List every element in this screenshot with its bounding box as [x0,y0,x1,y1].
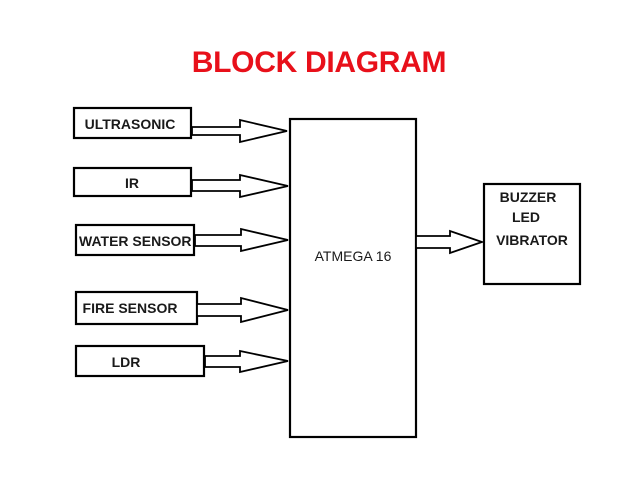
output-label-led: LED [512,209,540,225]
input-block-ir: IR [72,166,193,198]
arrow-ldr-to-mcu [204,349,289,374]
input-label-ir: IR [125,175,139,191]
controller-label: ATMEGA 16 [315,248,392,264]
controller-box [288,117,418,439]
diagram-title: BLOCK DIAGRAM [192,46,446,79]
output-box [482,182,582,286]
input-block-ultrasonic: ULTRASONIC [72,106,193,140]
controller-block: ATMEGA 16 [288,117,418,439]
input-block-water-sensor: WATER SENSOR [74,223,196,257]
input-label-ultrasonic: ULTRASONIC [85,116,176,132]
arrow-ir-to-mcu [191,173,289,199]
input-block-fire-sensor: FIRE SENSOR [74,290,199,326]
input-box-ldr [74,344,206,378]
input-box-ultrasonic [72,106,193,140]
input-label-water-sensor: WATER SENSOR [79,233,192,249]
input-box-ir [72,166,193,198]
input-block-ldr: LDR [74,344,206,378]
output-block: BUZZER LED VIBRATOR [482,182,582,286]
arrow-mcu-to-outputs [415,229,485,255]
output-label-vibrator: VIBRATOR [496,232,568,248]
arrow-ultrasonic-to-mcu [191,118,288,144]
input-label-fire-sensor: FIRE SENSOR [83,300,178,316]
input-label-ldr: LDR [112,354,141,370]
output-label-buzzer: BUZZER [500,189,557,205]
arrow-fire-sensor-to-mcu [196,296,289,324]
arrow-water-sensor-to-mcu [194,227,289,253]
input-box-water-sensor [74,223,196,257]
